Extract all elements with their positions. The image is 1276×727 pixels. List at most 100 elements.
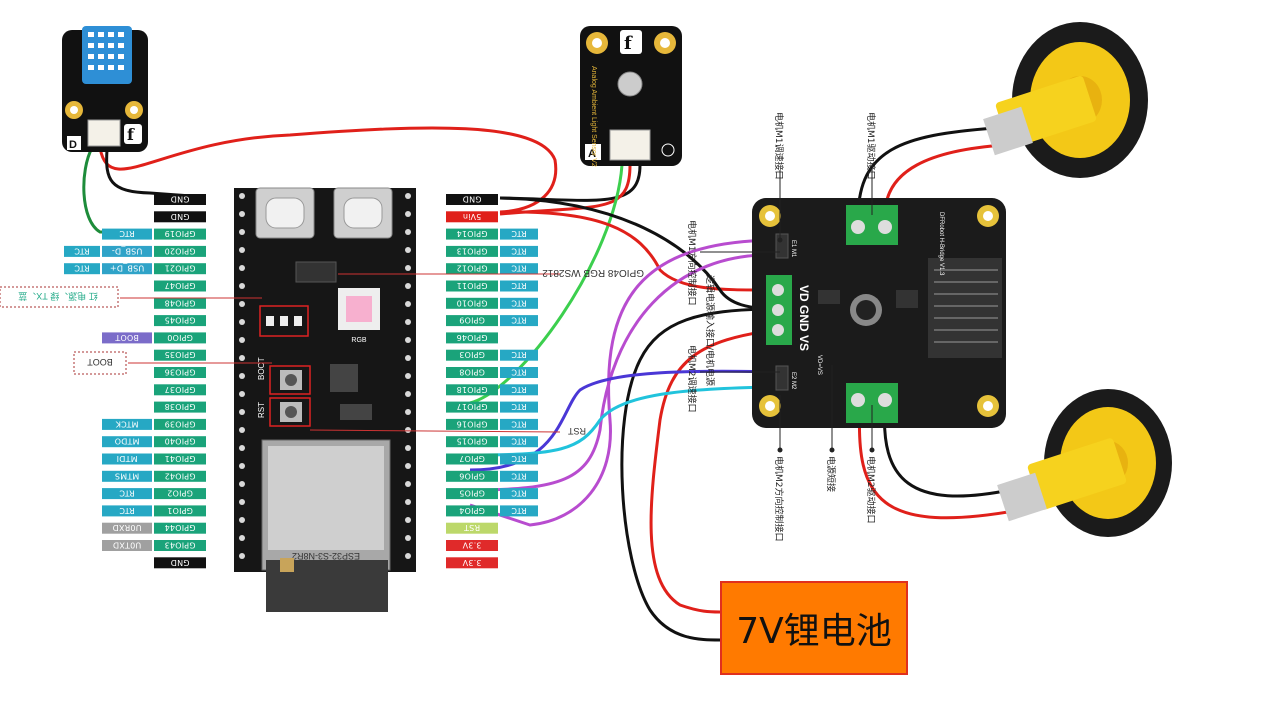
svg-text:RTC: RTC xyxy=(511,281,527,290)
light-sensor: f A Analog Ambient Light Sensor V2 xyxy=(580,26,682,167)
right-pin-gpio12: GPIO12 xyxy=(446,263,498,275)
svg-text:3.3V: 3.3V xyxy=(462,541,481,550)
svg-text:DFRobot H-Bridge V1.3: DFRobot H-Bridge V1.3 xyxy=(938,212,944,276)
svg-text:USB_D+: USB_D+ xyxy=(110,264,145,273)
right-pin-func: RTC xyxy=(500,349,538,361)
svg-text:GPIO20: GPIO20 xyxy=(164,246,195,255)
annotation-logic-power: 逻辑电源输入接口/电机电源 xyxy=(704,275,716,386)
svg-text:5Vin: 5Vin xyxy=(463,212,481,221)
svg-text:U0RXD: U0RXD xyxy=(112,523,141,532)
right-pin-gnd: GND xyxy=(446,194,498,205)
left-pin-labels: GNDGNDGPIO19RTCGPIO20USB_D-RTCGPIO21USB_… xyxy=(64,194,206,569)
svg-text:RTC: RTC xyxy=(511,506,527,515)
svg-text:E2 M2: E2 M2 xyxy=(790,372,796,390)
svg-text:RTC: RTC xyxy=(511,229,527,238)
right-pin-5vin: 5Vin xyxy=(446,211,498,223)
left-pin-gnd: GND xyxy=(154,557,206,569)
svg-text:3.3V: 3.3V xyxy=(462,558,481,567)
svg-text:BOOT: BOOT xyxy=(257,357,266,380)
right-pin-gpio11: GPIO11 xyxy=(446,280,498,292)
svg-text:GPIO48: GPIO48 xyxy=(164,298,195,307)
wire-dht11-data xyxy=(82,147,152,234)
svg-text:RTC: RTC xyxy=(119,506,135,515)
svg-text:VD=VS: VD=VS xyxy=(816,355,822,375)
left-pin-gpio1: GPIO1 xyxy=(154,505,206,517)
svg-text:GPIO42: GPIO42 xyxy=(164,471,195,480)
left-pin-func: USB_D+ xyxy=(102,263,152,275)
right-pin-func: RTC xyxy=(500,280,538,292)
svg-text:GPIO38: GPIO38 xyxy=(164,402,195,411)
wire-5v-driver xyxy=(499,210,771,292)
left-pin-gpio39: GPIO39 xyxy=(154,418,206,430)
left-pin-gpio2: GPIO2 xyxy=(154,488,206,500)
svg-text:GPIO44: GPIO44 xyxy=(164,523,195,532)
svg-text:E1 M1: E1 M1 xyxy=(790,240,796,258)
wire-motor2-black xyxy=(882,404,1011,498)
annotation-m1-speed: 电机M1调速接口 xyxy=(773,112,785,180)
right-pin-func: RTC xyxy=(500,453,538,465)
svg-text:GPIO41: GPIO41 xyxy=(164,454,195,463)
svg-text:GPIO1: GPIO1 xyxy=(167,506,193,515)
left-pin-func: BOOT xyxy=(102,332,152,344)
svg-text:GPIO43: GPIO43 xyxy=(164,541,195,550)
svg-text:RST: RST xyxy=(464,523,480,532)
left-pin-gpio35: GPIO35 xyxy=(154,349,206,361)
annotation-power-jumper: 电源短接 xyxy=(825,456,837,492)
wire-motor2-red xyxy=(857,404,1021,520)
left-pin-func: RTC xyxy=(102,228,152,240)
right-pin-func: RTC xyxy=(500,245,538,257)
svg-text:MTDI: MTDI xyxy=(116,454,137,463)
annotation-m1-dir: 电机M1方向控制接口 xyxy=(686,220,698,306)
right-pin-func: RTC xyxy=(500,436,538,448)
right-pin-gpio46: GPIO46 xyxy=(446,332,498,344)
svg-text:RTC: RTC xyxy=(511,246,527,255)
left-pin-gpio47: GPIO47 xyxy=(154,280,206,292)
motor-driver-board: VD GND VS E1 M1 E2 M2 VD=VS DFRobot H-Br… xyxy=(752,198,1006,428)
motor-1 xyxy=(983,22,1148,178)
left-pin-gpio43: GPIO43 xyxy=(154,540,206,551)
svg-text:RTC: RTC xyxy=(119,229,135,238)
left-pin-gpio48: GPIO48 xyxy=(154,297,206,309)
svg-text:GPIO15: GPIO15 xyxy=(456,437,487,446)
svg-text:GPIO0: GPIO0 xyxy=(167,333,193,342)
left-pin-func: U0RXD xyxy=(102,522,152,534)
wire-m2-dir-cyan xyxy=(469,385,781,457)
left-pin-func2: RTC xyxy=(64,263,100,275)
left-pin-gpio19: GPIO19 xyxy=(154,228,206,240)
svg-text:RTC: RTC xyxy=(511,368,527,377)
svg-text:GPIO47: GPIO47 xyxy=(164,281,195,290)
wire-dht11-gnd xyxy=(105,149,206,199)
led-callout: 红 电源、绿 TX、蓝 xyxy=(18,291,98,302)
left-pin-func2: RTC xyxy=(64,245,100,257)
right-pin-gpio16: GPIO16 xyxy=(446,418,498,430)
svg-text:GPIO37: GPIO37 xyxy=(164,385,195,394)
svg-text:GPIO10: GPIO10 xyxy=(456,298,487,307)
right-pin-gpio9: GPIO9 xyxy=(446,315,498,327)
dht11-sensor: f D xyxy=(62,26,148,152)
left-pin-gpio20: GPIO20 xyxy=(154,245,206,257)
right-pin-gpio4: GPIO4 xyxy=(446,505,498,517)
annotation-m1-drive: 电机M1驱动接口 xyxy=(865,112,877,180)
left-pin-gpio0: GPIO0 xyxy=(154,332,206,344)
annotations: 电机M1调速接口 电机M1驱动接口 电机M1方向控制接口 逻辑电源输入接口/电机… xyxy=(686,112,877,542)
right-pin-gpio13: GPIO13 xyxy=(446,245,498,257)
motor-2 xyxy=(997,389,1172,537)
left-pin-func: MTCK xyxy=(102,418,152,430)
left-pin-gpio41: GPIO41 xyxy=(154,453,206,465)
wire-battery-gnd xyxy=(620,307,771,642)
svg-text:GPIO35: GPIO35 xyxy=(164,350,195,359)
right-pin-gpio17: GPIO17 xyxy=(446,401,498,413)
svg-text:RTC: RTC xyxy=(511,402,527,411)
right-pin-func: RTC xyxy=(500,263,538,275)
right-pin-gpio6: GPIO6 xyxy=(446,470,498,482)
svg-text:GPIO16: GPIO16 xyxy=(456,419,487,428)
right-pin-gpio18: GPIO18 xyxy=(446,384,498,396)
left-pin-gpio38: GPIO38 xyxy=(154,401,206,413)
terminal-label: VD GND VS xyxy=(797,285,811,351)
left-pin-gnd: GND xyxy=(154,211,206,223)
wire-light-vcc xyxy=(499,164,632,216)
svg-text:U0TXD: U0TXD xyxy=(113,541,141,550)
wire-battery-vcc xyxy=(649,328,776,614)
svg-text:MTMS: MTMS xyxy=(115,471,140,480)
